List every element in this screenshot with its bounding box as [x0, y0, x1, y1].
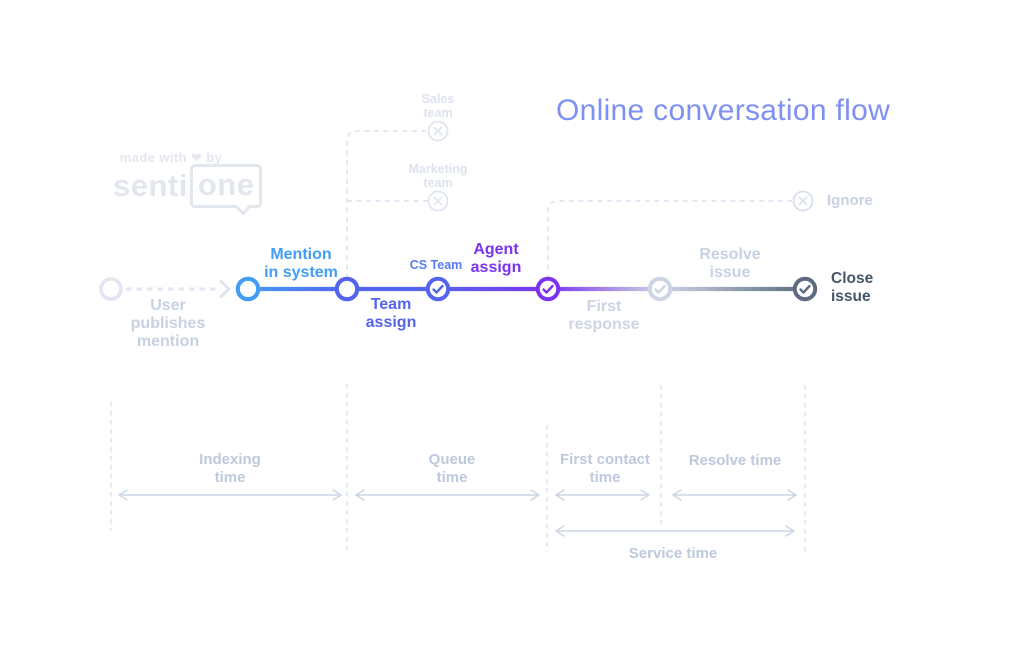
label-team-assign: Team assign — [365, 296, 417, 331]
time-grid-lines — [110, 384, 806, 552]
label-sales-team: Sales team — [421, 92, 455, 120]
start-arrow-icon — [219, 280, 231, 298]
marketing-team-x-icon — [427, 190, 449, 212]
sales-team-x-icon — [427, 120, 449, 142]
indexing-time-arrow — [118, 489, 342, 501]
ignore-branch-line — [547, 200, 792, 279]
team-branch-line — [346, 130, 428, 279]
label-indexing-time: Indexing time — [199, 451, 261, 486]
label-first-contact-time: First contact time — [559, 451, 651, 486]
label-first-response: First response — [568, 298, 640, 333]
label-close-issue: Close issue — [831, 270, 874, 305]
made-with-tagline: made with ❤ by — [119, 150, 223, 165]
label-cs-team: CS Team — [409, 258, 463, 272]
logo-speech-bubble: one — [189, 164, 263, 208]
label-user-publishes-mention: User publishes mention — [130, 297, 206, 350]
node-cs-team-check-icon — [425, 276, 451, 302]
label-queue-time: Queue time — [428, 451, 476, 486]
logo-text-senti: senti — [113, 168, 188, 203]
diagram-title: Online conversation flow — [556, 94, 891, 127]
label-service-time: Service time — [628, 545, 718, 562]
node-first-response-check-icon — [647, 276, 673, 302]
node-agent-assign-check-icon — [535, 276, 561, 302]
label-ignore: Ignore — [827, 192, 873, 209]
ignore-x-icon — [792, 190, 814, 212]
label-resolve-issue: Resolve issue — [699, 246, 761, 281]
node-close-issue-check-icon — [792, 276, 818, 302]
queue-time-arrow — [355, 489, 540, 501]
node-start — [99, 277, 123, 301]
label-agent-assign: Agent assign — [470, 241, 522, 276]
node-mention-in-system — [235, 276, 261, 302]
resolve-time-arrow — [672, 489, 797, 501]
label-mention-in-system: Mention in system — [264, 246, 338, 281]
first-contact-time-arrow — [555, 489, 650, 501]
label-resolve-time: Resolve time — [688, 452, 782, 469]
service-time-arrow — [555, 525, 795, 537]
label-marketing-team: Marketing team — [408, 162, 468, 190]
node-team-assign — [334, 276, 360, 302]
